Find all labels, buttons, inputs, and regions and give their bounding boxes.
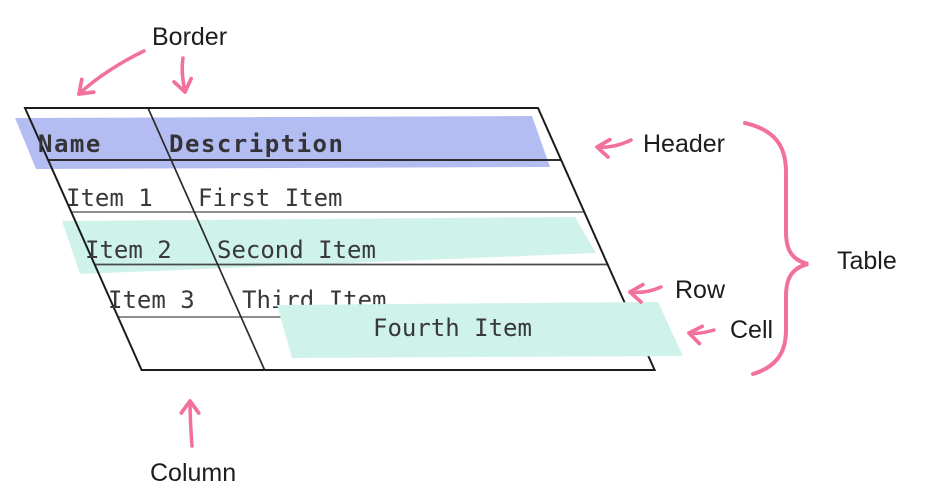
cell-row2-description: Second Item [217, 236, 376, 264]
cell-row3-name: Item 3 [108, 286, 195, 314]
border-arrow-left-icon [77, 49, 146, 96]
cell-row1-name: Item 1 [66, 184, 153, 212]
header-cell-name: Name [38, 130, 102, 158]
cell-label: Cell [730, 316, 774, 344]
border-label: Border [152, 23, 228, 51]
cell-row1-description: First Item [198, 184, 343, 212]
table-label: Table [837, 247, 897, 275]
cell-row4-description: Fourth Item [373, 314, 532, 342]
header-label: Header [643, 130, 725, 158]
column-label: Column [150, 459, 237, 487]
row-label: Row [675, 276, 726, 304]
cell-arrow-icon [687, 324, 716, 346]
cell-row2-name: Item 2 [85, 236, 172, 264]
column-arrow-icon [179, 399, 201, 448]
header-cell-description: Description [169, 130, 345, 158]
row-arrow-icon [628, 282, 663, 304]
cell-row3-description: Third Item [242, 286, 387, 314]
border-arrow-down-icon [172, 56, 194, 94]
header-arrow-icon [595, 137, 633, 159]
